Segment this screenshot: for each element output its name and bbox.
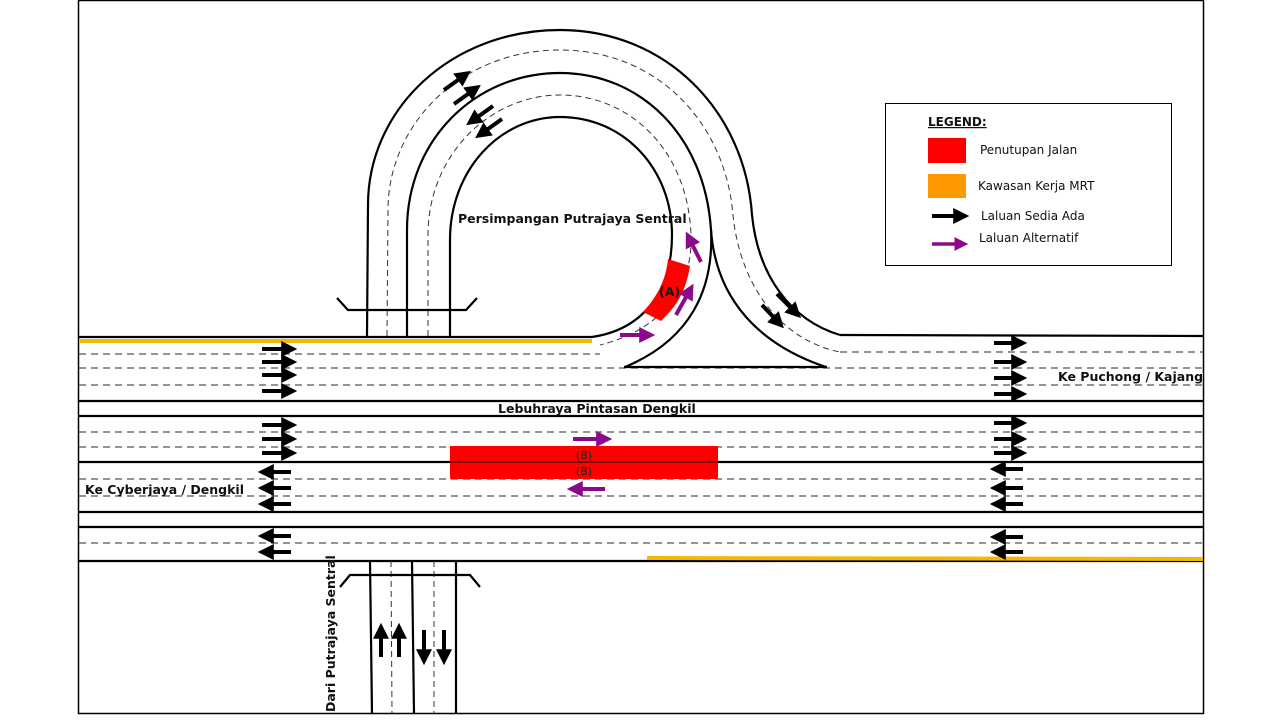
road-edge bbox=[368, 560, 374, 715]
closure-b: (B) (B) bbox=[450, 446, 718, 479]
closure-a-label: (A) bbox=[659, 284, 680, 299]
junction-title: Persimpangan Putrajaya Sentral bbox=[458, 211, 687, 226]
ramp-nose-edge bbox=[709, 229, 827, 369]
legend-heading: LEGEND: bbox=[928, 115, 987, 129]
arrow-up-right-icon bbox=[452, 84, 481, 106]
arrow-down-right-icon bbox=[760, 303, 784, 329]
highway-name: Lebuhraya Pintasan Dengkil bbox=[498, 401, 696, 416]
direction-south-label: Dari Putrajaya Sentral bbox=[323, 555, 338, 712]
lane-divider bbox=[390, 560, 393, 715]
existing-route-arrows bbox=[257, 70, 1028, 666]
south-road bbox=[339, 560, 481, 715]
direction-west-label: Ke Cyberjaya / Dengkil bbox=[85, 482, 244, 497]
alt-arrow-up-right-icon bbox=[674, 283, 694, 316]
arrow-up-right-icon bbox=[442, 70, 471, 92]
closure-a: (A) bbox=[643, 259, 690, 321]
road-edge bbox=[839, 333, 1204, 338]
ramp-lane-line bbox=[427, 94, 692, 346]
closure-zone-a bbox=[643, 259, 690, 321]
legend: LEGEND: Penutupan Jalan Kawasan Kerja MR… bbox=[885, 103, 1172, 266]
road-median bbox=[410, 560, 416, 715]
arrow-down-left-icon bbox=[475, 117, 504, 139]
alternative-route-arrows bbox=[566, 231, 703, 497]
bridge-bracket bbox=[336, 297, 478, 312]
closure-b-label-east: (B) bbox=[576, 449, 592, 462]
legend-swatch-work-zone bbox=[928, 174, 966, 198]
ramp-middle-edge bbox=[405, 71, 713, 369]
arrow-down-left-icon bbox=[466, 104, 495, 126]
arrow-down-right-icon bbox=[775, 292, 802, 319]
bridge-bracket bbox=[339, 573, 481, 588]
legend-label-existing: Laluan Sedia Ada bbox=[981, 209, 1085, 223]
direction-east-label: Ke Puchong / Kajang bbox=[1058, 369, 1203, 384]
alt-arrow-up-left-icon bbox=[685, 231, 703, 263]
legend-label-work-zone: Kawasan Kerja MRT bbox=[978, 179, 1095, 193]
legend-label-alternative: Laluan Alternatif bbox=[979, 231, 1079, 245]
mrt-work-zone bbox=[646, 556, 1204, 561]
legend-swatch-closure bbox=[928, 138, 966, 163]
legend-label-closure: Penutupan Jalan bbox=[980, 143, 1077, 157]
ramp-outer-edge bbox=[365, 28, 841, 337]
closure-b-label-west: (B) bbox=[576, 465, 592, 478]
